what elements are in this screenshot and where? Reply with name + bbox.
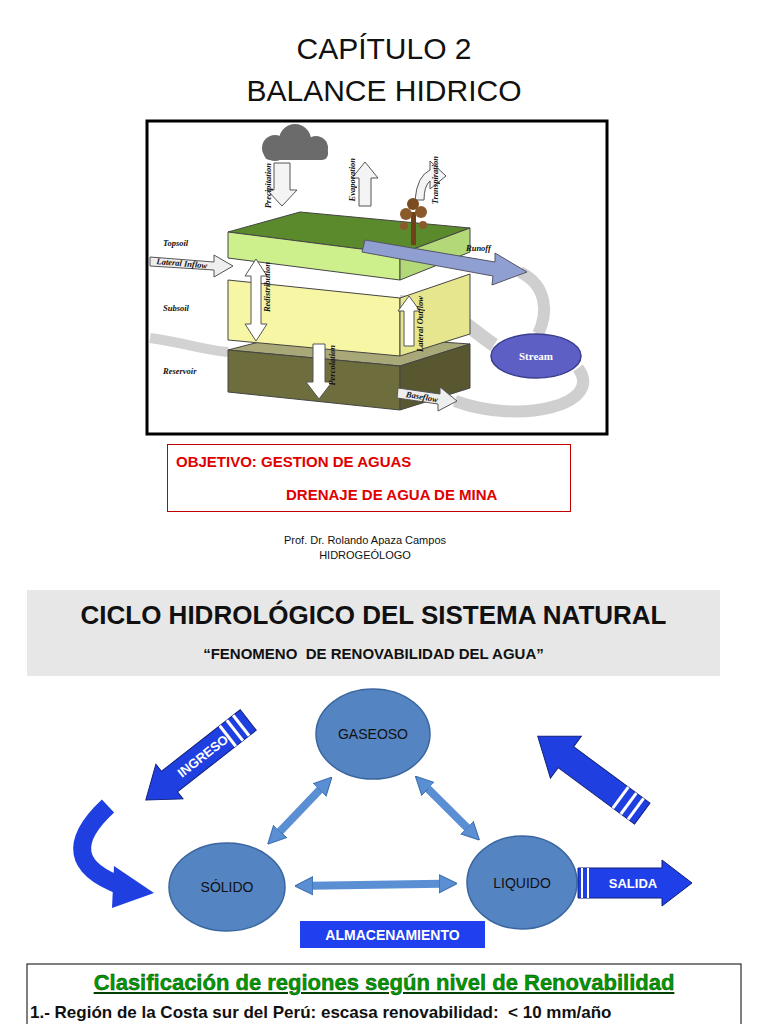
state-circle: LIQUIDO bbox=[466, 835, 578, 930]
tree-leaf bbox=[400, 222, 408, 230]
process-label: Runoff bbox=[466, 243, 491, 253]
ellipse-shape bbox=[169, 843, 285, 931]
node-text: INGRESO bbox=[163, 731, 231, 788]
process-label: Baseflow bbox=[405, 389, 438, 404]
stream-ellipse: Stream bbox=[490, 333, 582, 379]
node-text: ALMACENAMIENTO bbox=[325, 927, 459, 943]
cycle-arrow-body bbox=[522, 715, 657, 834]
arrow-stripe bbox=[587, 868, 589, 898]
heading-band: CICLO HIDROLÓGICO DEL SISTEMA NATURAL “FE… bbox=[27, 590, 720, 676]
slide-title: CAPÍTULO 2 BALANCE HIDRICO bbox=[244, 28, 524, 112]
ellipse-shape bbox=[467, 836, 577, 929]
author-note: Prof. Dr. Rolando Apaza Campos bbox=[215, 534, 515, 546]
runoff-band bbox=[520, 272, 544, 334]
section-heading: Clasificación de regiones según nivel de… bbox=[27, 970, 741, 996]
double-arrow bbox=[427, 788, 468, 829]
storage-box: ALMACENAMIENTO bbox=[300, 921, 485, 948]
tree-leaf bbox=[407, 198, 419, 210]
node-text: “FENOMENO DE RENOVABILIDAD DEL AGUA” bbox=[203, 645, 544, 662]
objective-box: OBJETIVO: GESTION DE AGUAS DRENAJE DE AGU… bbox=[167, 444, 571, 512]
process-label: Redistribution bbox=[262, 262, 272, 312]
layer-label: Topsoil bbox=[163, 238, 188, 248]
node-text: SALIDA bbox=[599, 876, 671, 891]
cloud-base bbox=[264, 146, 328, 160]
tree-trunk bbox=[411, 212, 416, 245]
inflow-band bbox=[150, 338, 228, 352]
curved-arrow-head bbox=[112, 866, 154, 908]
process-label: Transpiration bbox=[430, 156, 440, 204]
process-label: Evaporation bbox=[347, 158, 357, 201]
process-label: Lateral Inflow bbox=[156, 256, 207, 270]
node-text: SÓLIDO bbox=[201, 879, 254, 895]
arrow-stripe bbox=[581, 868, 583, 898]
node-text: LIQUIDO bbox=[493, 875, 551, 891]
inflow-arrow bbox=[150, 255, 233, 277]
process-label: Lateral Outflow bbox=[415, 296, 425, 352]
runoff-arrow bbox=[362, 240, 527, 285]
tree-leaf bbox=[419, 221, 427, 229]
state-circle: SÓLIDO bbox=[168, 842, 286, 932]
author-note: HIDROGEÓLOGO bbox=[215, 549, 515, 561]
node-text: CICLO HIDROLÓGICO DEL SISTEMA NATURAL bbox=[81, 600, 667, 631]
baseflow-arrow bbox=[397, 387, 457, 411]
process-label: Percolation bbox=[327, 345, 337, 386]
layer-label: Subsoil bbox=[163, 303, 189, 313]
layer-label: Reservoir bbox=[163, 366, 197, 376]
node-text: GASEOSO bbox=[338, 726, 408, 742]
bottom-frame bbox=[27, 964, 741, 1024]
arrow-shape bbox=[132, 703, 262, 818]
input-arrow: INGRESO bbox=[132, 703, 262, 818]
node-text: Stream bbox=[519, 350, 553, 362]
cycle-arrow bbox=[522, 715, 657, 834]
process-label: Precipitation bbox=[263, 163, 273, 208]
double-arrow bbox=[311, 884, 441, 886]
state-circle: GASEOSO bbox=[315, 688, 431, 780]
node-text: OBJETIVO: GESTION DE AGUAS bbox=[176, 453, 411, 470]
arrow-stripe bbox=[628, 798, 643, 819]
arrow-shape bbox=[578, 860, 692, 906]
tree-leaf bbox=[400, 208, 412, 220]
ellipse-shape bbox=[316, 689, 430, 779]
arrow-stripe bbox=[233, 715, 249, 735]
illustration-frame bbox=[147, 121, 607, 434]
cloud-symbol bbox=[262, 124, 328, 161]
ellipse-shape bbox=[491, 334, 581, 378]
output-arrow: SALIDA bbox=[578, 860, 692, 906]
node-text: DRENAJE DE AGUA DE MINA bbox=[286, 486, 497, 503]
list-item: 1.- Región de la Costa sur del Perú: esc… bbox=[30, 1003, 612, 1023]
double-arrow bbox=[279, 789, 321, 833]
tree-symbol bbox=[400, 198, 427, 245]
